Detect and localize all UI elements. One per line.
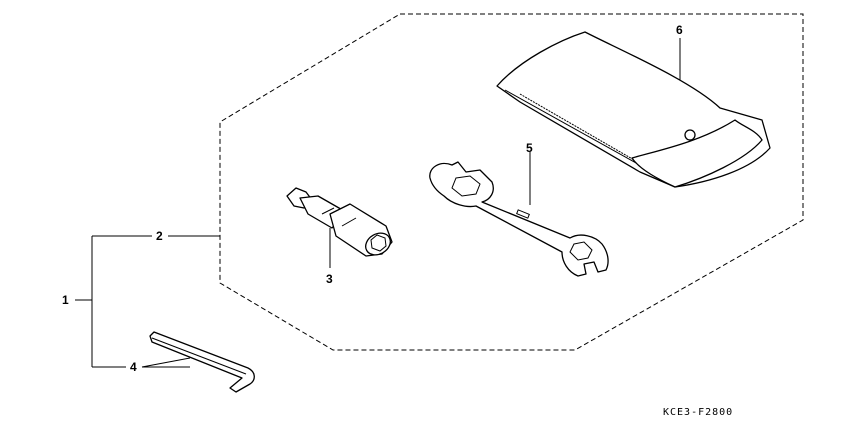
callout-6: 6 <box>676 23 683 37</box>
kit-boundary <box>219 13 804 351</box>
callout-1: 1 <box>62 293 69 307</box>
hex-key <box>141 331 255 393</box>
callout-2: 2 <box>156 229 163 243</box>
plug-socket <box>286 187 393 268</box>
callout-3: 3 <box>326 272 333 286</box>
assembly-bracket <box>75 235 220 368</box>
wrench <box>429 152 609 277</box>
callout-5: 5 <box>526 141 533 155</box>
callout-4: 4 <box>130 360 137 374</box>
tool-bag <box>496 31 771 188</box>
diagram-code: KCE3-F2800 <box>663 407 733 418</box>
